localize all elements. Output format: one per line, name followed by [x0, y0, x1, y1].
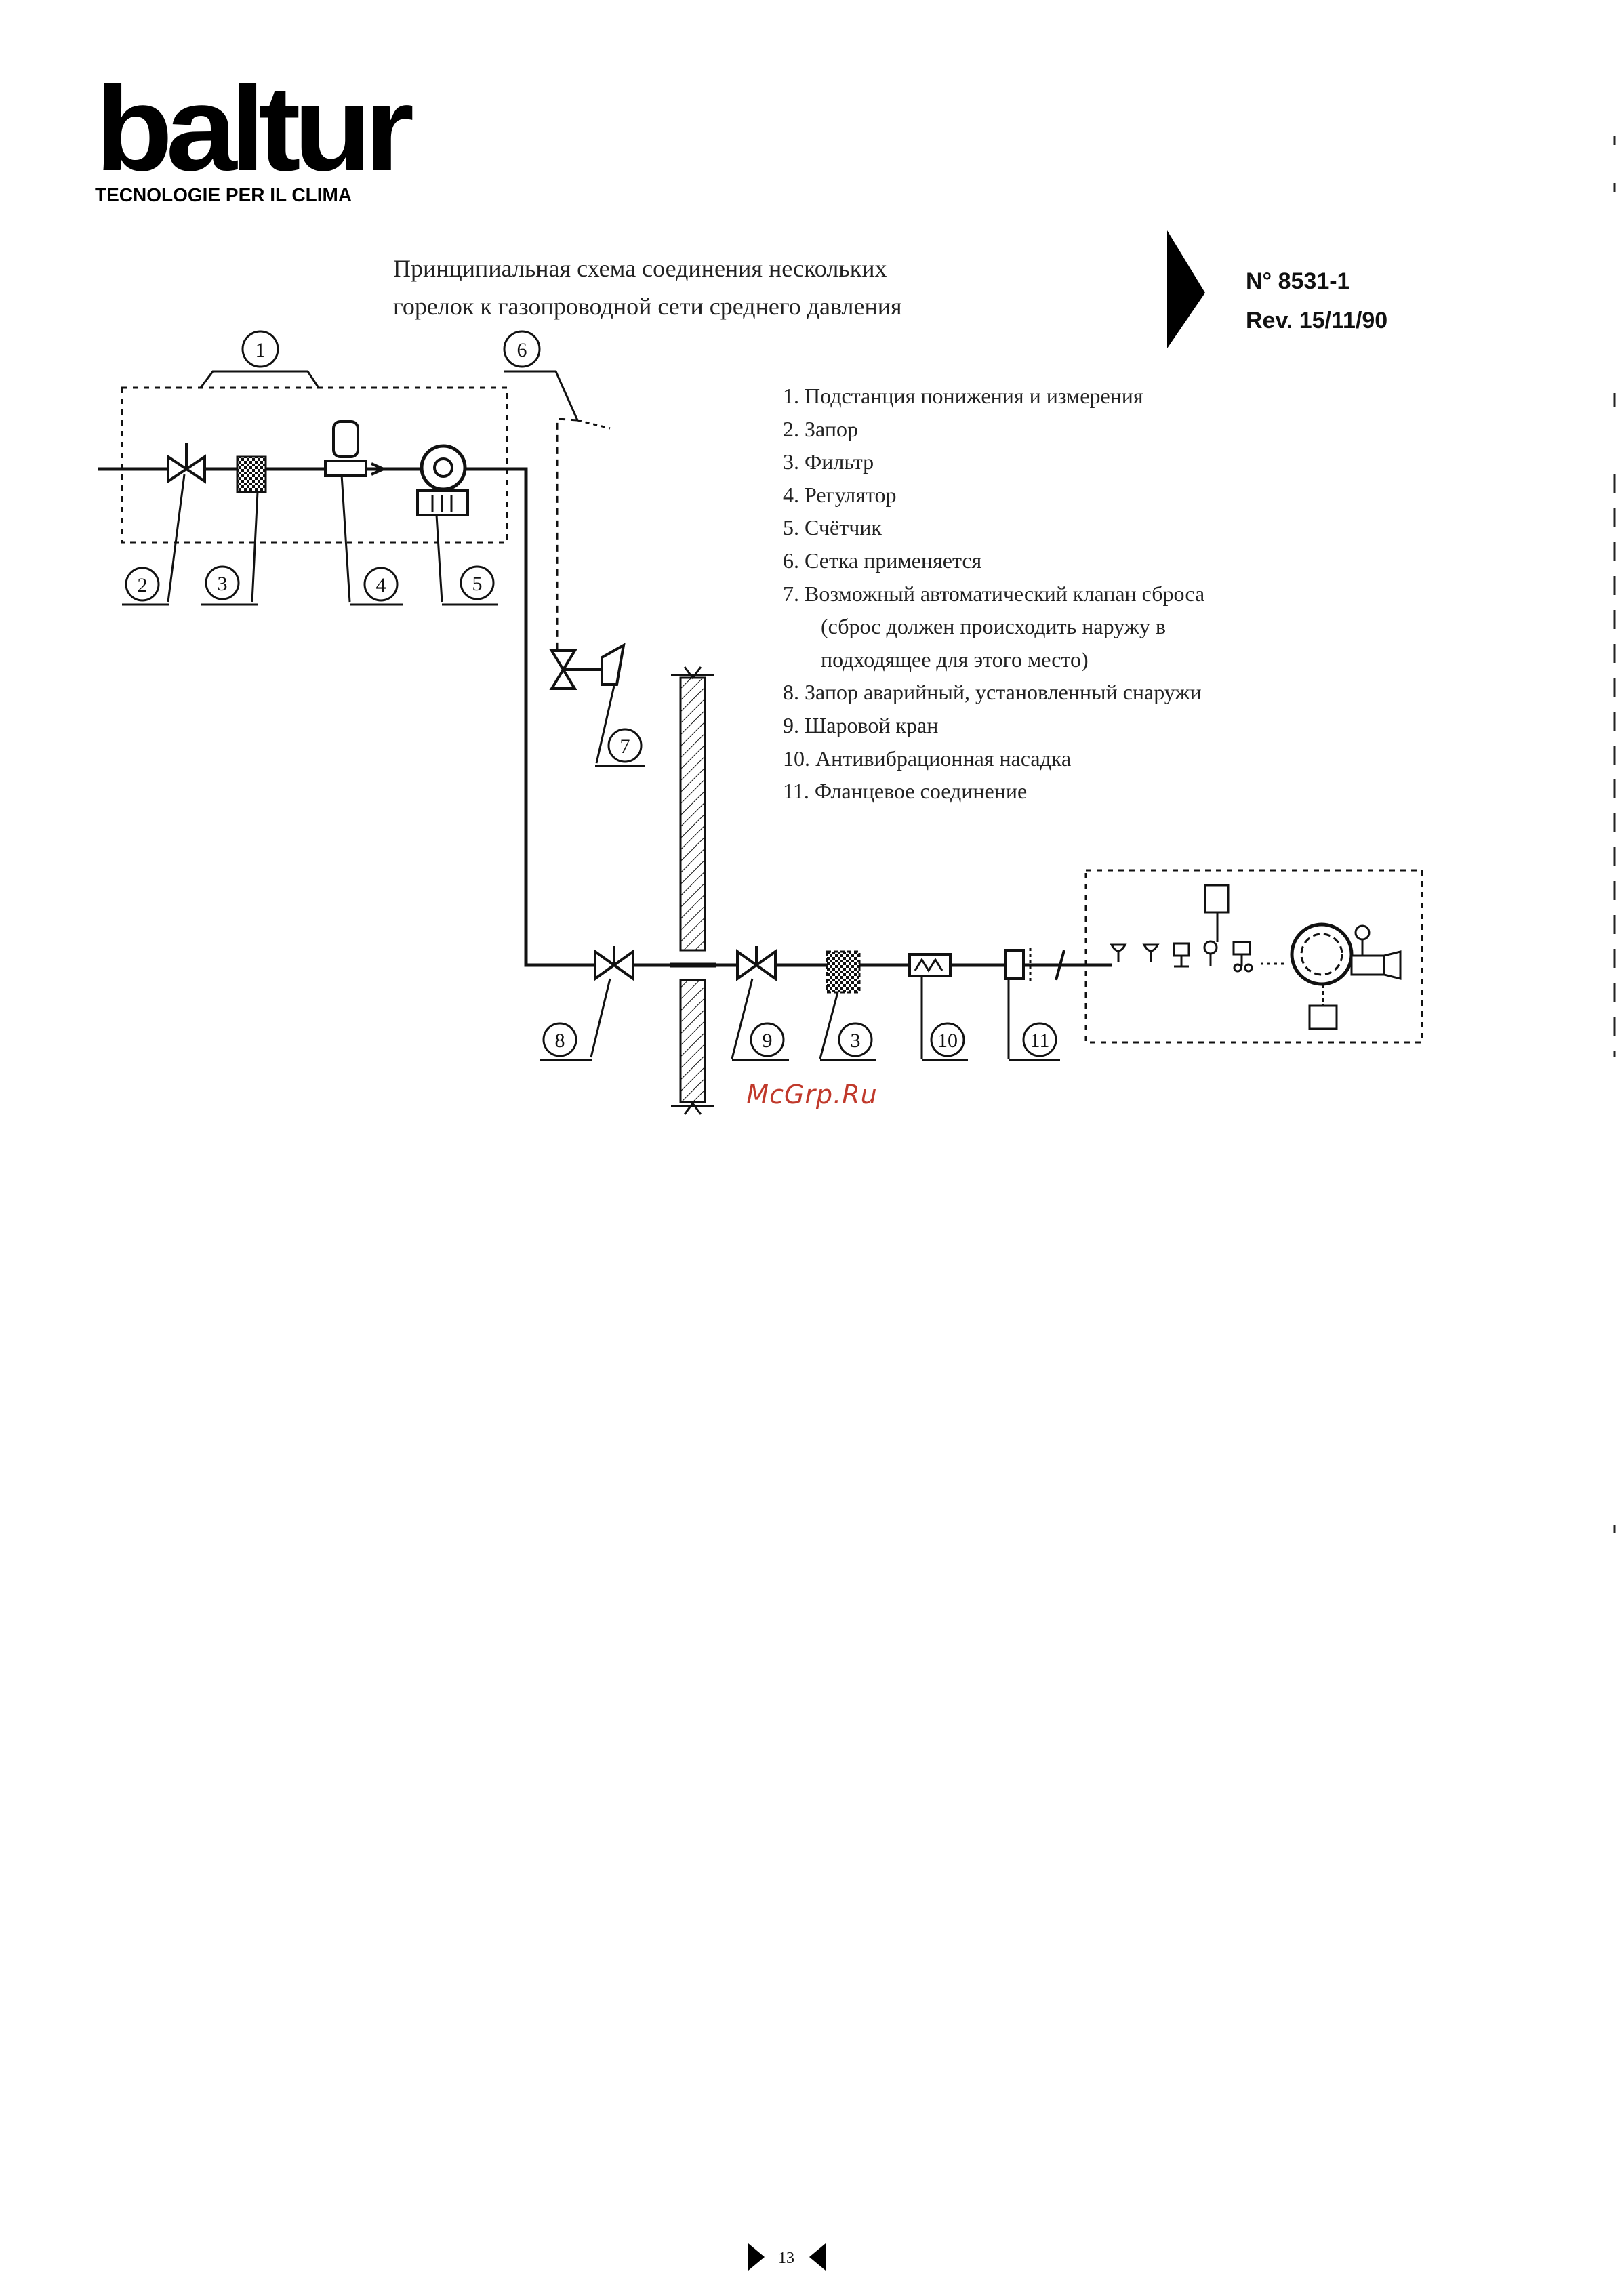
legend-item-4: 4. Регулятор [783, 482, 897, 507]
legend-item-11: 11. Фланцевое соединение [783, 779, 1028, 804]
callout-5: 5 [442, 565, 498, 606]
legend-item-3: 3. Фильтр [783, 449, 874, 474]
page-marker-right-arrow-icon [809, 2243, 826, 2271]
legend: 1. Подстанция понижения и измерения 2. З… [783, 380, 1204, 808]
callout-3b-label: 3 [851, 1030, 861, 1052]
callout-7: 7 [595, 728, 645, 767]
document-number: N° 8531-1 [1246, 268, 1350, 294]
callout-10-label: 10 [937, 1030, 958, 1052]
callout-6: 6 [503, 330, 611, 664]
callout-9-label: 9 [763, 1030, 773, 1052]
legend-item-7-cont-2: подходящее для этого место) [821, 647, 1089, 672]
callout-3b: 3 [820, 1022, 876, 1061]
flange-11-symbol [1004, 948, 1065, 1059]
meter-5-symbol [416, 444, 469, 516]
callout-2: 2 [122, 567, 169, 606]
brand-tagline: TECNOLOGIE PER IL CLIMA [95, 184, 352, 205]
valve-2-symbol [167, 443, 206, 484]
legend-item-6: 6. Сетка применяется [783, 548, 982, 573]
burner-dashed-box [1084, 869, 1423, 1044]
legend-item-5: 5. Счётчик [783, 515, 882, 540]
ball-valve-9-symbol [731, 946, 777, 1059]
substation-dashed-box [121, 386, 508, 544]
filter-3b-symbol [819, 950, 861, 1059]
relief-valve-7-symbol [549, 643, 626, 764]
filter-3-symbol [236, 455, 267, 493]
callout-4: 4 [350, 567, 403, 606]
regulator-4-symbol [324, 420, 387, 477]
legend-item-8: 8. Запор аварийный, установленный снаруж… [783, 680, 1202, 705]
callout-4-label: 4 [376, 574, 386, 596]
callout-11-label: 11 [1030, 1030, 1050, 1052]
callout-6-label: 6 [517, 339, 527, 361]
diagram-title: Принципиальная схема соединения нескольк… [393, 249, 902, 325]
callout-11: 11 [1009, 1022, 1060, 1061]
legend-item-2: 2. Запор [783, 416, 858, 441]
callout-10: 10 [922, 1022, 968, 1061]
brand-logo: baltur TECNOLOGIE PER IL CLIMA [95, 68, 414, 206]
building-wall [670, 666, 716, 1115]
page-number: 13 [778, 2250, 794, 2267]
callout-7-label: 7 [620, 735, 630, 758]
page-marker: 13 [748, 2243, 826, 2271]
legend-item-10: 10. Антивибрационная насадка [783, 746, 1072, 771]
legend-item-7: 7. Возможный автоматический клапан сброс… [783, 581, 1205, 606]
document-revision: Rev. 15/11/90 [1246, 308, 1388, 333]
legend-item-1: 1. Подстанция понижения и измерения [783, 384, 1143, 408]
callout-2-label: 2 [138, 574, 148, 596]
document-reference: N° 8531-1 Rev. 15/11/90 [1246, 262, 1387, 340]
page-marker-left-arrow-icon [748, 2243, 765, 2271]
legend-item-7-cont-1: (сброс должен происходить наружу в [821, 614, 1166, 639]
callout-5-label: 5 [472, 573, 483, 595]
riser-pipe [507, 467, 1112, 967]
emergency-valve-8-symbol [590, 946, 634, 1058]
title-line-1: Принципиальная схема соединения нескольк… [393, 255, 887, 282]
callout-9: 9 [732, 1022, 789, 1061]
burner-train-symbols [1110, 884, 1402, 1030]
document-arrow-icon [1167, 230, 1205, 348]
brand-wordmark: baltur [95, 61, 414, 196]
watermark: McGrp.Ru [746, 1080, 878, 1110]
callout-8: 8 [540, 1022, 592, 1061]
callout-leaders-top [167, 474, 443, 603]
callout-3-label: 3 [218, 573, 228, 595]
callout-3: 3 [201, 565, 258, 606]
callout-1: 1 [199, 330, 320, 388]
callout-1-label: 1 [256, 339, 266, 361]
callout-8-label: 8 [555, 1030, 565, 1052]
anti-vibration-10-symbol [908, 953, 952, 1059]
title-line-2: горелок к газопроводной сети среднего да… [393, 293, 902, 320]
legend-item-9: 9. Шаровой кран [783, 712, 939, 737]
